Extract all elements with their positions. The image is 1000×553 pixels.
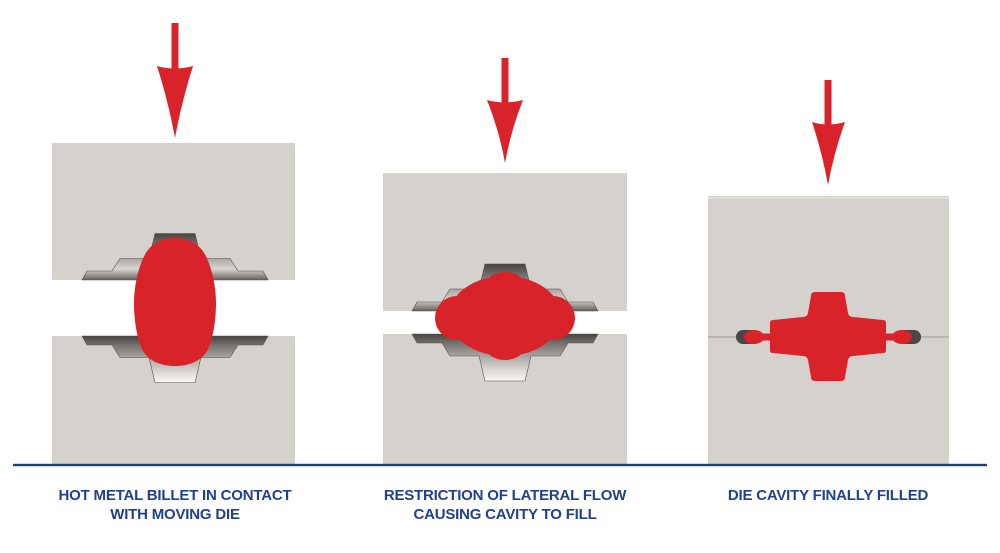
ground-line	[13, 463, 987, 467]
stage-3-graphic	[708, 80, 949, 466]
arrow-head	[487, 100, 523, 163]
stage-2-caption: RESTRICTION OF LATERAL FLOW CAUSING CAVI…	[360, 486, 650, 524]
arrow-shaft	[171, 23, 179, 71]
caption-line: DIE CAVITY FINALLY FILLED	[727, 487, 929, 504]
caption-line: WITH MOVING DIE	[110, 506, 240, 523]
force-arrow-icon	[812, 80, 845, 185]
left-flash-bulb	[744, 330, 764, 344]
arrow-shaft	[501, 58, 509, 106]
diagram-graphic	[13, 23, 987, 467]
stage-1-graphic	[52, 23, 295, 466]
arrow-head	[812, 122, 845, 185]
stage-2-graphic	[383, 58, 627, 466]
right-flash-bulb	[892, 330, 912, 344]
forged-cross-section	[770, 292, 886, 381]
workpiece-top-lobe	[487, 272, 523, 294]
workpiece-body	[449, 276, 561, 356]
stage-3-caption: DIE CAVITY FINALLY FILLED	[683, 486, 973, 505]
forged-part	[744, 292, 912, 381]
forging-workpiece	[435, 272, 575, 360]
arrow-head	[157, 66, 193, 138]
die-top-highlight	[708, 197, 949, 199]
force-arrow-icon	[157, 23, 193, 138]
workpiece-bottom-lobe	[487, 338, 523, 360]
workpiece-left-flash-bulge	[435, 296, 479, 340]
stage-1-caption: HOT METAL BILLET IN CONTACT WITH MOVING …	[30, 486, 320, 524]
caption-line: CAUSING CAVITY TO FILL	[413, 506, 597, 523]
caption-line: HOT METAL BILLET IN CONTACT	[58, 487, 292, 504]
caption-line: RESTRICTION OF LATERAL FLOW	[383, 487, 627, 504]
workpiece-right-flash-bulge	[531, 296, 575, 340]
hot-metal-billet	[134, 238, 216, 366]
force-arrow-icon	[487, 58, 523, 163]
arrow-shaft	[824, 80, 832, 126]
